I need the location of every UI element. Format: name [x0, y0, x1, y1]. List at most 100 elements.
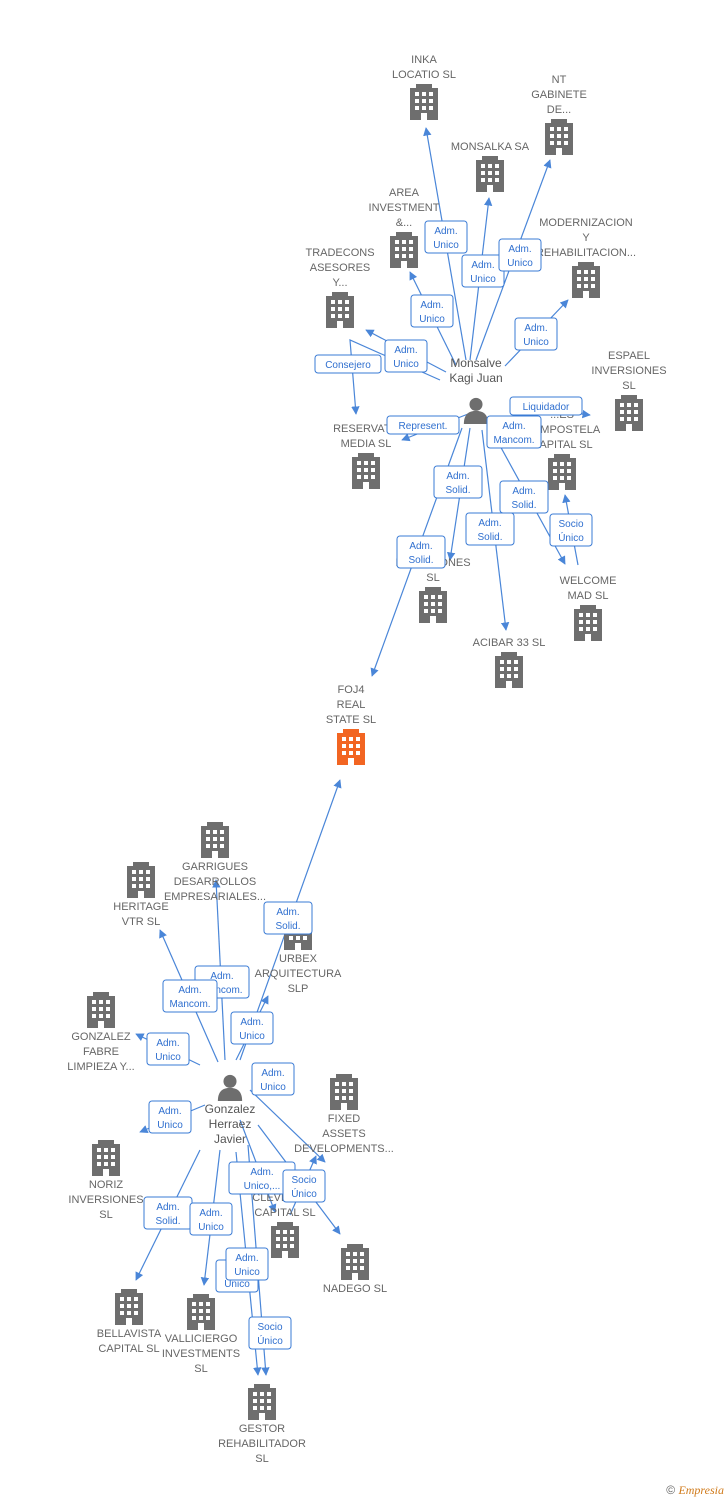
- company-name[interactable]: GABINETE: [531, 89, 587, 101]
- company-node[interactable]: BELLAVISTA CAPITAL SL: [97, 1289, 162, 1355]
- company-name[interactable]: NT: [552, 74, 567, 86]
- company-name[interactable]: MONSALKA SA: [451, 141, 530, 153]
- role-badge-text: Unico: [157, 1120, 183, 1131]
- company-name[interactable]: NADEGO SL: [323, 1283, 387, 1295]
- company-name[interactable]: DE...: [547, 104, 571, 116]
- company-name[interactable]: INVESTMENTS: [162, 1348, 240, 1360]
- company-node[interactable]: ACIBAR 33 SL: [473, 637, 546, 688]
- company-name[interactable]: INVERSIONES: [591, 365, 666, 377]
- person-name[interactable]: Javier: [214, 1132, 246, 1146]
- company-node[interactable]: MONSALKA SA: [451, 141, 530, 192]
- company-name[interactable]: ARQUITECTURA: [255, 968, 342, 980]
- company-name[interactable]: REHABILITACION...: [536, 247, 636, 259]
- company-name[interactable]: HERITAGE: [113, 901, 168, 913]
- company-name[interactable]: FOJ4: [338, 684, 365, 696]
- company-name[interactable]: SLP: [288, 983, 309, 995]
- company-name[interactable]: MODERNIZACION: [539, 217, 633, 229]
- brand-logo[interactable]: Empresia: [678, 1483, 724, 1497]
- company-name[interactable]: NORIZ: [89, 1179, 124, 1191]
- building-icon: [92, 1140, 120, 1176]
- company-name[interactable]: Y...: [332, 277, 347, 289]
- company-name[interactable]: DESARROLLOS: [174, 876, 257, 888]
- role-badge-text: Unico: [419, 314, 445, 325]
- company-name[interactable]: CAPITAL SL: [98, 1343, 159, 1355]
- role-badge-text: Solid.: [408, 555, 433, 566]
- company-node[interactable]: TRADECONS ASESORES Y...: [305, 247, 375, 328]
- person-name[interactable]: Kagi Juan: [449, 371, 502, 385]
- company-node[interactable]: WELCOME MAD SL: [560, 575, 617, 641]
- company-name[interactable]: LIMPIEZA Y...: [67, 1061, 134, 1073]
- company-name[interactable]: DEVELOPMENTS...: [294, 1143, 394, 1155]
- company-name[interactable]: BELLAVISTA: [97, 1328, 162, 1340]
- role-badge: Represent.: [386, 415, 460, 435]
- company-node[interactable]: GESTOR REHABILITADOR SL: [218, 1384, 306, 1465]
- building-icon: [248, 1384, 276, 1420]
- building-icon: [187, 1294, 215, 1330]
- company-name[interactable]: ESPAEL: [608, 350, 650, 362]
- company-name[interactable]: MEDIA SL: [341, 438, 392, 450]
- role-badge-box: [263, 901, 313, 935]
- company-name[interactable]: INKA: [411, 54, 437, 66]
- company-name[interactable]: SL: [99, 1209, 112, 1221]
- company-name[interactable]: GARRIGUES: [182, 861, 248, 873]
- company-name[interactable]: CAPITAL SL: [254, 1207, 315, 1219]
- company-name[interactable]: RESERVATO: [333, 423, 399, 435]
- company-name[interactable]: SL: [194, 1363, 207, 1375]
- company-name[interactable]: STATE SL: [326, 714, 376, 726]
- company-name[interactable]: REAL: [337, 699, 366, 711]
- company-node[interactable]: RESERVATO MEDIA SL: [333, 423, 399, 489]
- company-node[interactable]: AREA INVESTMENT &...: [369, 187, 440, 268]
- role-badge-box: [230, 1011, 274, 1045]
- company-node[interactable]: ESPAEL INVERSIONES SL: [591, 350, 667, 431]
- company-name[interactable]: GESTOR: [239, 1423, 285, 1435]
- company-name[interactable]: SL: [255, 1453, 268, 1465]
- company-node[interactable]: MODERNIZACION Y REHABILITACION...: [536, 217, 636, 298]
- company-name[interactable]: FIXED: [328, 1113, 360, 1125]
- company-name[interactable]: MAD SL: [568, 590, 609, 602]
- company-name[interactable]: VALLICIERGO: [165, 1333, 238, 1345]
- company-name[interactable]: WELCOME: [560, 575, 617, 587]
- company-name[interactable]: SL: [622, 380, 635, 392]
- company-node[interactable]: NORIZ INVERSIONES SL: [68, 1140, 144, 1221]
- company-name[interactable]: INVERSIONES: [68, 1194, 143, 1206]
- role-badge-text: Único: [558, 531, 584, 544]
- company-node[interactable]: HERITAGE VTR SL: [113, 862, 169, 928]
- company-node[interactable]: INKA LOCATIO SL: [392, 54, 456, 120]
- company-node[interactable]: GONZALEZ FABRE LIMPIEZA Y...: [67, 992, 135, 1073]
- company-node[interactable]: VALLICIERGO INVESTMENTS SL: [162, 1294, 240, 1375]
- person-name[interactable]: Herraez: [209, 1117, 252, 1131]
- person-name[interactable]: Gonzalez: [205, 1102, 256, 1116]
- company-name[interactable]: &...: [396, 217, 413, 229]
- company-name[interactable]: ACIBAR 33 SL: [473, 637, 546, 649]
- company-name[interactable]: CAPITAL SL: [531, 439, 592, 451]
- company-name[interactable]: ASESORES: [310, 262, 371, 274]
- company-name[interactable]: AREA: [389, 187, 420, 199]
- company-name[interactable]: INVESTMENT: [369, 202, 440, 214]
- company-name[interactable]: EMPRESARIALES...: [164, 891, 266, 903]
- company-node[interactable]: URBEX ARQUITECTURA SLP: [255, 914, 342, 995]
- company-name[interactable]: URBEX: [279, 953, 318, 965]
- company-name[interactable]: COMPOSTELA: [524, 424, 601, 436]
- building-icon: [201, 822, 229, 858]
- company-name[interactable]: FABRE: [83, 1046, 119, 1058]
- building-icon: [419, 587, 447, 623]
- role-badge-text: Adm.: [394, 345, 417, 356]
- company-name[interactable]: REHABILITADOR: [218, 1438, 306, 1450]
- person-name[interactable]: Monsalve: [450, 356, 502, 370]
- role-badge-text: Único: [257, 1334, 283, 1347]
- company-name[interactable]: TRADECONS: [305, 247, 374, 259]
- company-name[interactable]: ASSETS: [322, 1128, 365, 1140]
- company-node[interactable]: GARRIGUES DESARROLLOS EMPRESARIALES...: [164, 822, 266, 903]
- company-node[interactable]: NT GABINETE DE...: [531, 74, 587, 155]
- company-name[interactable]: SL: [426, 572, 439, 584]
- role-badge-text: Solid.: [477, 532, 502, 543]
- company-node[interactable]: NADEGO SL: [323, 1244, 387, 1295]
- company-name[interactable]: LOCATIO SL: [392, 69, 456, 81]
- company-name[interactable]: GONZALEZ: [71, 1031, 131, 1043]
- company-name[interactable]: VTR SL: [122, 916, 161, 928]
- company-name[interactable]: Y: [582, 232, 590, 244]
- company-node[interactable]: FIXED ASSETS DEVELOPMENTS...: [294, 1074, 394, 1155]
